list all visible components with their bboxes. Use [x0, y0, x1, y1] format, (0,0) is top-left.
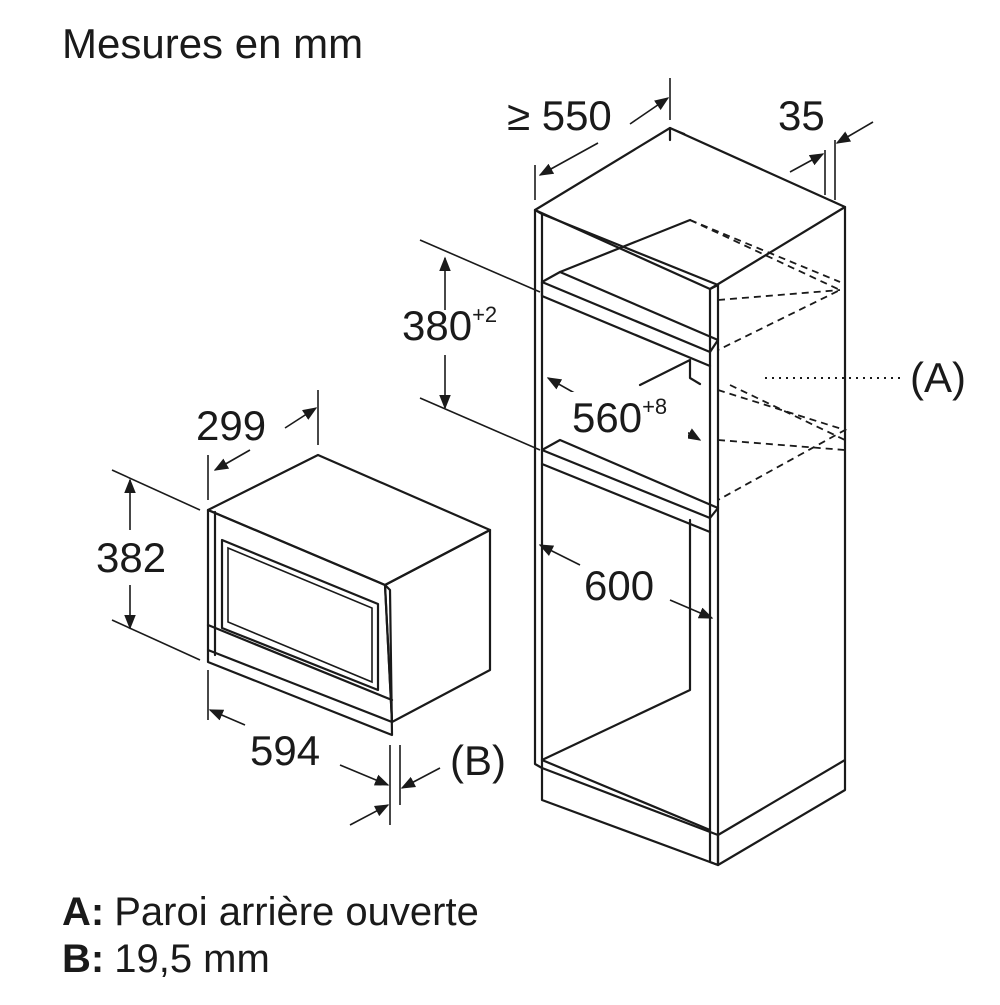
- appliance: [206, 453, 492, 737]
- dim-niche-height-label: 380+2: [402, 302, 497, 349]
- dim-min-depth-label: ≥ 550: [507, 92, 612, 139]
- dimension-front-thickness: (B): [349, 737, 506, 826]
- dimension-min-depth: ≥ 550: [507, 78, 671, 200]
- dimension-back-gap: 35: [778, 92, 874, 200]
- legend-item-b: B:19,5 mm: [62, 937, 270, 981]
- dimension-appliance-height: 382: [96, 469, 201, 661]
- dim-inner-width-label: 600: [584, 562, 654, 609]
- dimension-appliance-width: 594: [207, 670, 391, 825]
- dim-appliance-width-label: 594: [250, 727, 320, 774]
- dim-niche-height-tolerance: +2: [472, 302, 497, 327]
- legend-item-a: A:Paroi arrière ouverte: [62, 890, 479, 934]
- page-title: Mesures en mm: [62, 20, 363, 67]
- dimension-niche-width: 560+8: [546, 377, 702, 441]
- dimension-inner-width: 600: [538, 544, 714, 619]
- dim-niche-width-label: 560+8: [572, 394, 667, 441]
- legend: A:Paroi arrière ouverte B:19,5 mm: [62, 890, 479, 981]
- dim-appliance-depth-label: 299: [196, 402, 266, 449]
- marker-a-label: (A): [910, 354, 966, 401]
- dim-niche-width-tolerance: +8: [642, 394, 667, 419]
- dimension-niche-height: 380+2: [402, 239, 541, 451]
- tall-cabinet: [533, 126, 848, 867]
- marker-b-label: (B): [450, 737, 506, 784]
- dimension-appliance-depth: 299: [196, 390, 319, 500]
- marker-a: (A): [765, 354, 966, 401]
- dim-appliance-height-label: 382: [96, 534, 166, 581]
- dim-back-gap-label: 35: [778, 92, 825, 139]
